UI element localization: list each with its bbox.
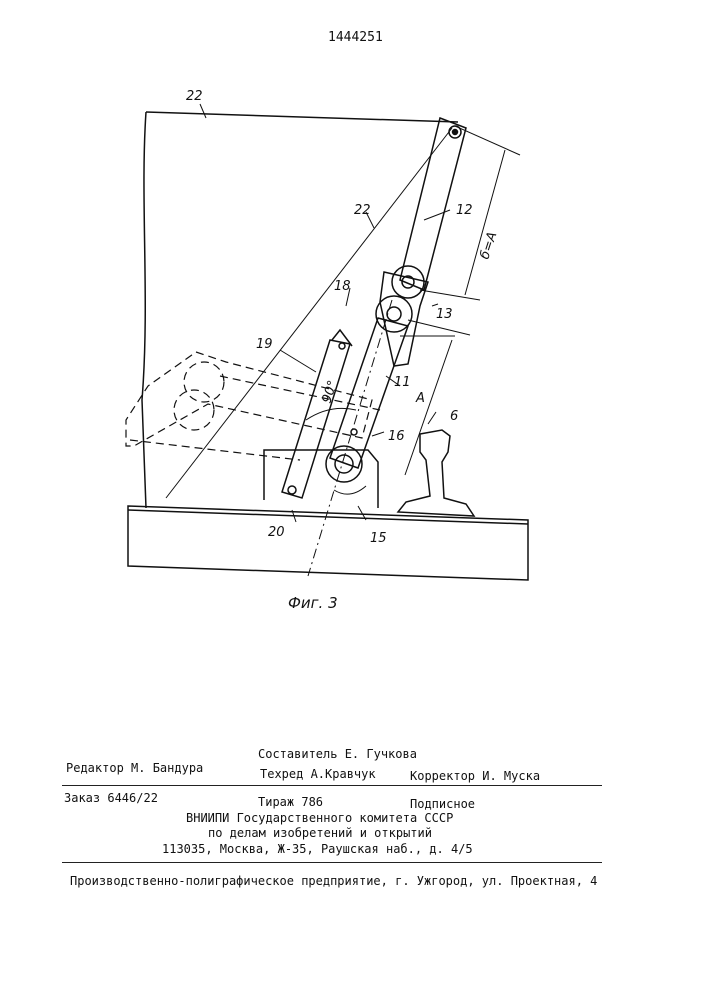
arm-19 bbox=[282, 340, 350, 498]
label-6: 6 bbox=[450, 409, 458, 424]
dimension-A-arrow bbox=[405, 340, 452, 475]
label-16: 16 bbox=[388, 429, 405, 444]
techred-credit: Техред А.Кравчук bbox=[260, 767, 376, 781]
organization-address: 113035, Москва, Ж-35, Раушская наб., д. … bbox=[162, 842, 473, 856]
frame-top-line bbox=[146, 112, 458, 122]
organization-line-2: по делам изобретений и открытий bbox=[208, 826, 432, 840]
rail-6 bbox=[398, 430, 474, 516]
dimension-line-mid bbox=[420, 290, 480, 300]
label-13: 13 bbox=[436, 307, 453, 322]
corrector-credit: Корректор И. Муска bbox=[410, 769, 540, 783]
label-20: 20 bbox=[268, 525, 285, 540]
label-b-equals-A: б=А bbox=[478, 230, 501, 261]
hub-16 bbox=[326, 446, 362, 482]
label-11: 11 bbox=[394, 375, 411, 390]
base-beam-inner bbox=[128, 510, 528, 524]
label-18: 18 bbox=[334, 279, 351, 294]
roller-13a bbox=[392, 266, 424, 298]
dimension-b-arrow bbox=[465, 150, 505, 295]
organization-line-1: ВНИИПИ Государственного комитета СССР bbox=[186, 811, 453, 825]
printer-line: Производственно-полиграфическое предприя… bbox=[70, 874, 597, 888]
circulation: Тираж 786 bbox=[258, 795, 323, 809]
diagonal-line-22 bbox=[166, 128, 452, 498]
label-22-top: 22 bbox=[186, 89, 203, 104]
compiler-credit: Составитель Е. Гучкова bbox=[258, 747, 417, 761]
frame-left-edge bbox=[142, 112, 146, 508]
figure-caption: Фиг. 3 bbox=[288, 594, 338, 612]
divider-top bbox=[62, 785, 602, 786]
label-A: А bbox=[415, 391, 425, 406]
subscription: Подписное bbox=[410, 797, 475, 811]
order-number: Заказ 6446/22 bbox=[64, 791, 158, 805]
label-19: 19 bbox=[256, 337, 273, 352]
roller-13b bbox=[376, 296, 412, 332]
divider-bottom bbox=[62, 862, 602, 863]
technical-drawing: 22 22 12 б=А 18 13 19 90° 11 А 6 16 20 1… bbox=[0, 0, 707, 640]
label-15: 15 bbox=[370, 531, 387, 546]
editor-credit: Редактор М. Бандура bbox=[66, 761, 203, 775]
label-12: 12 bbox=[456, 203, 473, 218]
label-22-diag: 22 bbox=[354, 203, 371, 218]
